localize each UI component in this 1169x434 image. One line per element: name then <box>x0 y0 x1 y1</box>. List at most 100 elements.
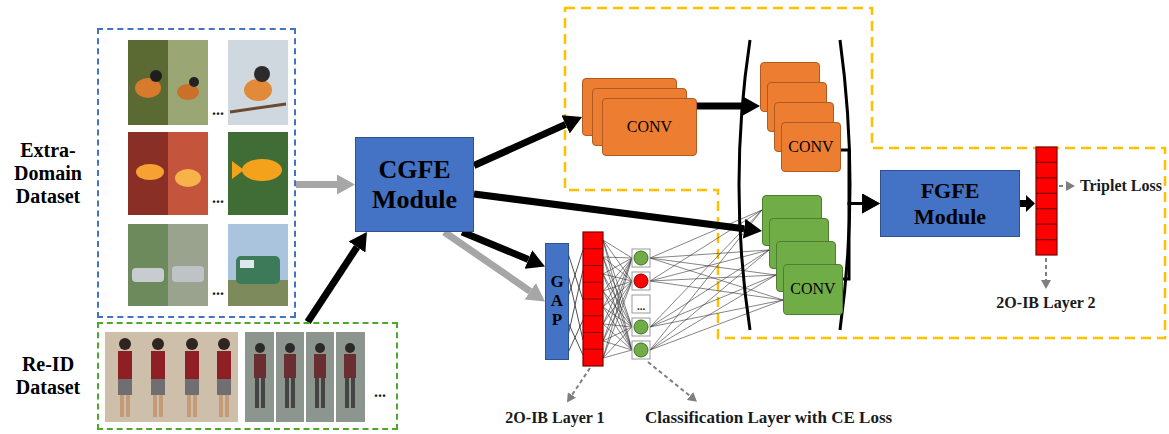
dataset-panel: Re-ID Dataset <box>97 322 398 430</box>
module-box: CGFE Module <box>355 137 474 232</box>
leader-arrow <box>648 362 690 396</box>
fish-tail <box>232 161 244 179</box>
person-head <box>345 343 355 353</box>
bird-head <box>254 66 270 82</box>
flow-arrow <box>474 194 744 229</box>
ellipsis: ... <box>212 281 224 299</box>
module-box: FGFE Module <box>880 170 1020 237</box>
flow-arrow <box>296 181 337 188</box>
bird-photo <box>228 40 288 125</box>
label-slot: ... <box>212 189 224 207</box>
vector-cell-divider <box>1036 162 1057 239</box>
unit-frame <box>632 249 650 267</box>
label-slot: ... <box>374 383 386 401</box>
bracket-left <box>739 40 750 330</box>
car-photo <box>168 224 208 306</box>
leader-arrow <box>572 368 590 395</box>
car-photo <box>128 224 168 306</box>
fish-body <box>175 169 201 187</box>
branch <box>230 104 286 112</box>
bird-head <box>189 77 199 87</box>
person-head <box>315 343 325 353</box>
gap-layer: GAP <box>545 243 569 360</box>
ellipsis: ... <box>212 189 224 207</box>
layer-caption: Classification Layer with CE Loss <box>645 408 892 428</box>
conv-label: CONV <box>788 138 833 156</box>
label-slot: ... <box>212 101 224 119</box>
class-unit <box>634 320 648 334</box>
unit-frame <box>632 272 650 290</box>
car-shape <box>172 266 204 282</box>
bird-body <box>244 79 272 101</box>
loss-caption: Triplet Loss <box>1080 177 1162 195</box>
output-arrow <box>1020 195 1035 212</box>
layer-caption: 2O-IB Layer 1 <box>505 409 604 427</box>
person-photo <box>105 332 238 422</box>
conv-layer: CONV <box>602 98 697 156</box>
person-legs <box>120 395 229 417</box>
person-head <box>152 338 164 350</box>
ellipsis: ... <box>212 101 224 119</box>
label-slot: Classification Layer with CE Loss <box>645 408 892 428</box>
person-shorts <box>118 379 231 395</box>
car-photo <box>228 224 288 306</box>
flow-arrow <box>841 150 862 204</box>
flow-arrow <box>843 204 862 280</box>
gap-label: GAP <box>549 273 566 329</box>
bird-photo <box>168 40 208 125</box>
conv-layer: CONV <box>783 264 843 315</box>
unit-frame <box>632 318 650 336</box>
class-unit-active <box>634 274 648 288</box>
label-slot: 2O-IB Layer 2 <box>996 294 1095 312</box>
conv-stack: CONV <box>760 62 841 172</box>
feature-vector <box>1036 147 1057 255</box>
flow-arrow <box>308 247 357 322</box>
module-label: CGFE Module <box>363 155 467 215</box>
class-unit <box>634 251 648 265</box>
fish-photo <box>228 132 288 215</box>
fish-photo <box>128 132 168 215</box>
flow-arrow <box>474 124 566 165</box>
person-head <box>119 338 131 350</box>
person-head <box>255 343 265 353</box>
bird-photo <box>128 40 168 125</box>
fish-body <box>136 164 164 180</box>
person-head <box>218 338 230 350</box>
dataset-label: Re-ID Dataset <box>4 353 92 399</box>
person-legs <box>255 378 355 408</box>
flow-arrow <box>444 232 530 291</box>
label-slot: 2O-IB Layer 1 <box>505 409 604 427</box>
flow-arrow <box>697 103 742 110</box>
person-shirt <box>254 354 356 378</box>
fully-connected-lines <box>603 240 632 358</box>
conv-layer: CONV <box>781 122 841 172</box>
ellipsis: ... <box>374 383 386 401</box>
dense-connection <box>567 250 583 355</box>
person-head <box>186 338 198 350</box>
van-window <box>240 260 254 268</box>
label-slot: ... <box>637 296 645 314</box>
label-slot: ... <box>212 281 224 299</box>
leader-arrow <box>1059 185 1066 187</box>
person-shirt <box>118 351 231 379</box>
van-shape <box>236 256 280 284</box>
label-slot: Triplet Loss <box>1080 177 1162 195</box>
bird-head <box>150 70 162 82</box>
fish-body <box>242 159 282 181</box>
car-shape <box>132 268 164 282</box>
person-head <box>285 343 295 353</box>
module-label: FGFE Module <box>905 178 995 229</box>
fish-photo <box>168 132 208 215</box>
ellipsis: ... <box>637 300 645 313</box>
unit-frame <box>632 341 650 359</box>
unit-frame <box>632 295 650 313</box>
feature-vector <box>583 232 603 366</box>
yellow-dashed-region <box>565 8 1165 338</box>
vector-cell-divider <box>583 249 603 350</box>
conv-label: CONV <box>790 280 835 298</box>
dataset-panel: Extra-Domain Dataset <box>97 28 296 318</box>
conv-stack: CONV <box>582 78 697 156</box>
conv-stack: CONV <box>762 195 843 315</box>
layer-caption: 2O-IB Layer 2 <box>996 294 1095 312</box>
